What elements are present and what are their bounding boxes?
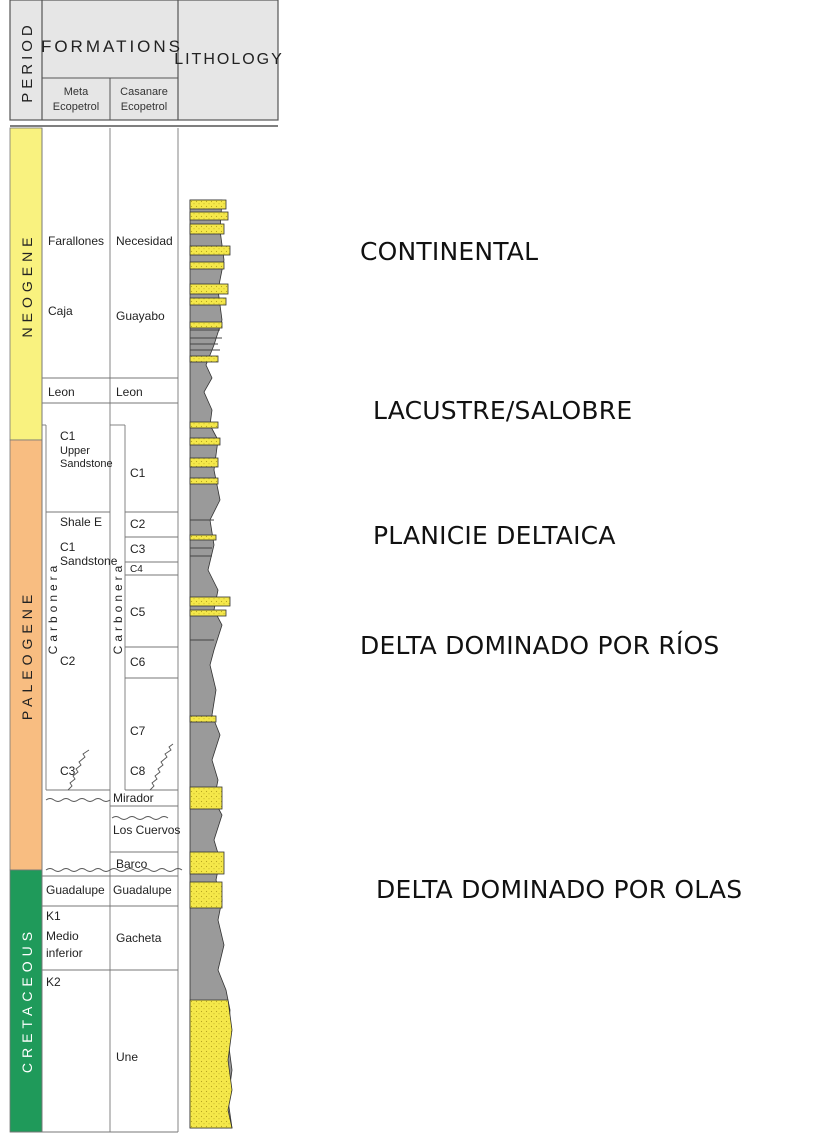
sand-bed	[189, 851, 225, 875]
meta-k2: K2	[46, 975, 61, 989]
header: PERIOD FORMATIONS LITHOLOGY Meta Ecopetr…	[9, 0, 284, 121]
sand-bed	[189, 245, 231, 256]
unconformity-lines	[45, 743, 183, 872]
meta-guadalupe: Guadalupe	[46, 883, 105, 897]
meta-formations: Farallones Caja Leon C1 Upper Sandstone …	[46, 234, 118, 989]
casanare-header-line2: Ecopetrol	[121, 101, 167, 113]
cas-c5: C5	[130, 605, 146, 619]
cas-c2: C2	[130, 517, 146, 531]
meta-c1-sand-2: Sandstone	[60, 554, 118, 568]
meta-k1-1: K1	[46, 909, 61, 923]
lithology-header: LITHOLOGY	[174, 51, 284, 68]
meta-k1-3: inferior	[46, 946, 83, 960]
formation-grid	[10, 128, 179, 1133]
lithology-shale-profile	[189, 199, 233, 1129]
period-column: NEOGENE PALEOGENE CRETACEOUS	[9, 127, 43, 1133]
cas-leon: Leon	[116, 385, 143, 399]
meta-header-line1: Meta	[64, 86, 89, 98]
meta-header-line2: Ecopetrol	[53, 101, 99, 113]
period-paleogene-label: PALEOGENE	[19, 590, 35, 720]
sand-bed	[189, 297, 227, 306]
casanare-header-line1: Casanare	[120, 86, 168, 98]
env-delta-olas: DELTA DOMINADO POR OLAS	[376, 875, 743, 904]
sand-bed	[189, 881, 223, 909]
sand-bed	[189, 457, 219, 468]
meta-leon: Leon	[48, 385, 75, 399]
cas-c3: C3	[130, 542, 146, 556]
cas-los-cuervos: Los Cuervos	[113, 823, 180, 837]
period-cretaceous-label: CRETACEOUS	[19, 927, 35, 1073]
sand-bed	[189, 321, 223, 329]
cas-mirador: Mirador	[113, 791, 154, 805]
sand-bed	[189, 534, 217, 541]
meta-c3: C3	[60, 764, 76, 778]
sand-bed	[189, 261, 225, 270]
cas-c7: C7	[130, 724, 146, 738]
cas-c4: C4	[130, 564, 143, 575]
sand-bed	[189, 211, 229, 221]
sand-bed	[189, 199, 227, 210]
sand-bed	[189, 596, 231, 607]
lithology-log	[189, 199, 233, 1129]
cas-carbonera: Carbonera	[111, 562, 125, 655]
meta-shale-e: Shale E	[60, 515, 102, 529]
env-continental: CONTINENTAL	[360, 237, 539, 266]
env-planicie: PLANICIE DELTAICA	[373, 521, 616, 550]
casanare-formations: Necesidad Guayabo Leon C1 C2 C3 C4 C5 C6…	[111, 234, 180, 1064]
sand-bed	[189, 715, 217, 723]
cas-guayabo: Guayabo	[116, 309, 165, 323]
meta-c1-upper-3: Sandstone	[60, 458, 113, 470]
cas-barco: Barco	[116, 857, 148, 871]
sand-bed	[189, 421, 219, 429]
cas-c6: C6	[130, 655, 146, 669]
meta-c1-upper-2: Upper	[60, 445, 90, 457]
sand-bed	[189, 786, 223, 810]
meta-c1-upper-1: C1	[60, 429, 76, 443]
sand-bed	[189, 999, 233, 1129]
meta-caja: Caja	[48, 304, 73, 318]
cas-une: Une	[116, 1050, 138, 1064]
meta-carbonera: Carbonera	[46, 562, 60, 655]
cas-guadalupe: Guadalupe	[113, 883, 172, 897]
cas-c8: C8	[130, 764, 146, 778]
sand-bed	[189, 477, 219, 485]
cas-gacheta: Gacheta	[116, 931, 162, 945]
sand-bed	[189, 223, 225, 235]
period-header: PERIOD	[19, 21, 36, 103]
sand-bed	[189, 283, 229, 295]
env-delta-rios: DELTA DOMINADO POR RÍOS	[360, 631, 720, 660]
meta-farallones: Farallones	[48, 234, 104, 248]
env-lacustre: LACUSTRE/SALOBRE	[373, 396, 633, 425]
meta-k1-2: Medio	[46, 929, 79, 943]
cas-c1: C1	[130, 466, 146, 480]
sand-bed	[189, 355, 219, 363]
cas-necesidad: Necesidad	[116, 234, 173, 248]
sand-bed	[189, 437, 221, 446]
meta-c2: C2	[60, 654, 76, 668]
meta-c1-sand-1: C1	[60, 540, 76, 554]
period-neogene-label: NEOGENE	[19, 232, 35, 337]
formations-header: FORMATIONS	[41, 37, 183, 56]
sand-bed	[189, 609, 227, 617]
